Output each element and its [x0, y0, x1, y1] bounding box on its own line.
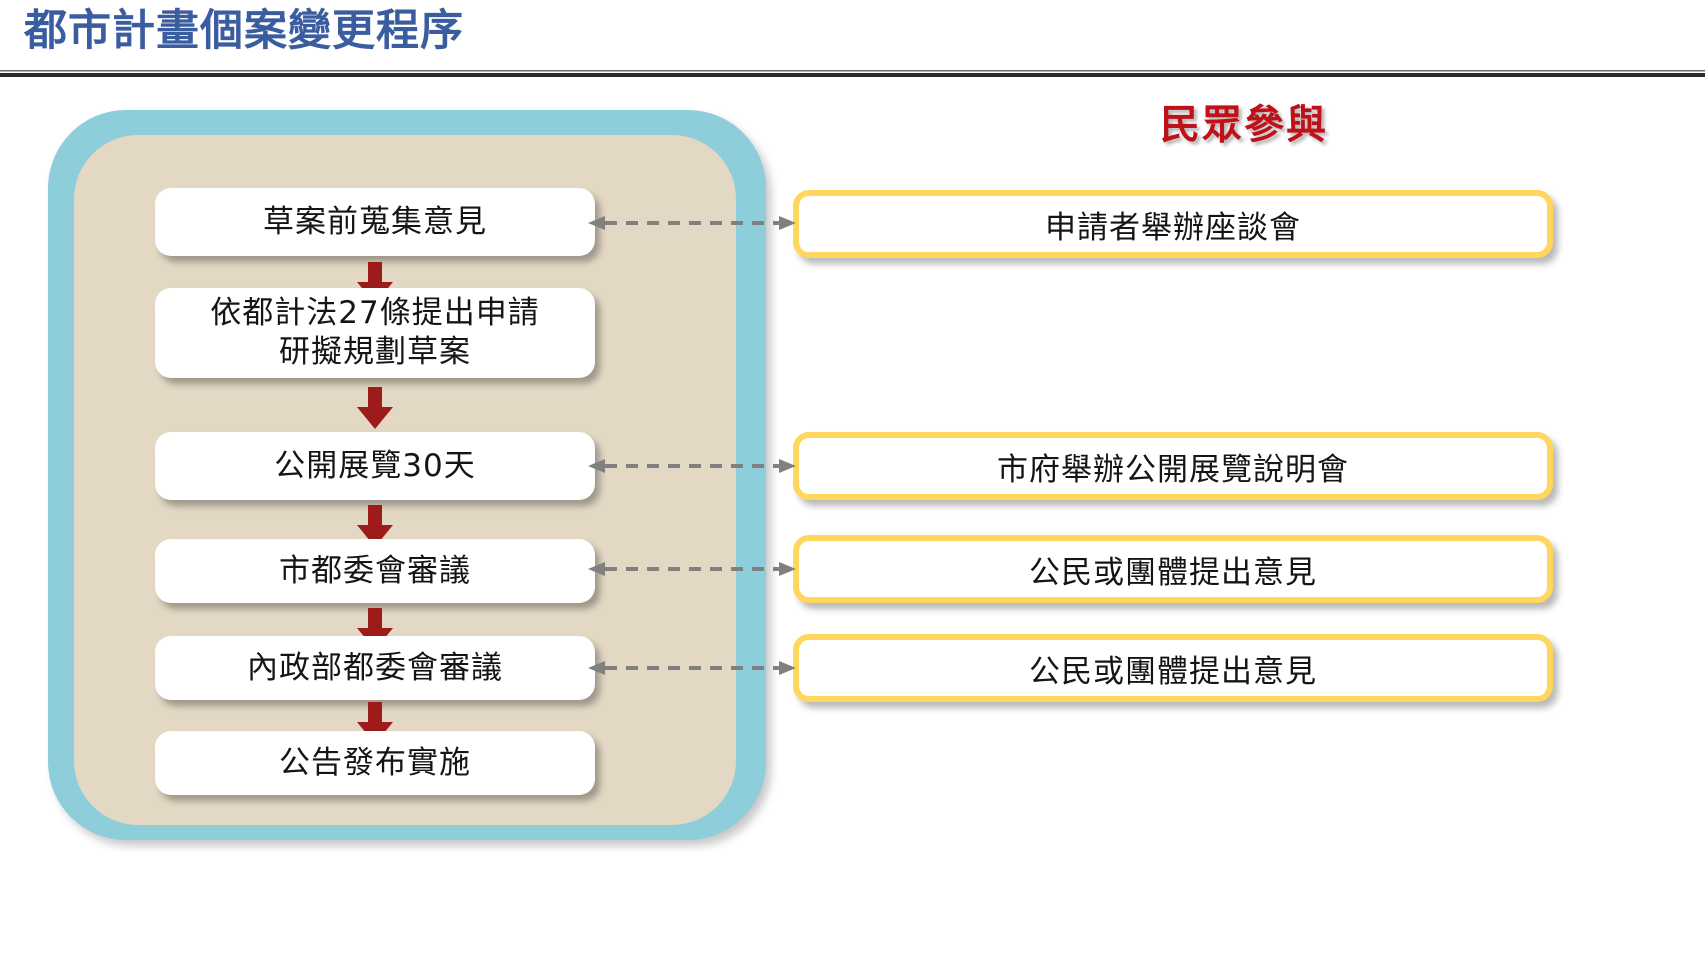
title-divider	[0, 70, 1705, 77]
connector-4	[588, 657, 796, 679]
flow-step-5-label: 內政部都委會審議	[247, 649, 503, 686]
flow-step-4-label: 市都委會審議	[279, 552, 471, 589]
flow-step-6[interactable]: 公告發布實施	[155, 731, 595, 795]
connector-2	[588, 455, 796, 477]
participation-item-3-label: 公民或團體提出意見	[1029, 554, 1317, 591]
down-arrow-icon	[357, 387, 393, 429]
connector-3	[588, 558, 796, 580]
down-arrow-icon	[357, 608, 393, 650]
connector-1	[588, 212, 796, 234]
participation-item-4-label: 公民或團體提出意見	[1029, 653, 1317, 690]
down-arrow-icon	[357, 505, 393, 547]
flow-step-5[interactable]: 內政部都委會審議	[155, 636, 595, 700]
flow-step-2-label-line1: 依都計法27條提出申請	[210, 295, 540, 332]
title-block: 都市計畫個案變更程序	[0, 0, 1705, 86]
flow-step-6-label: 公告發布實施	[279, 744, 471, 781]
flow-step-1-label: 草案前蒐集意見	[263, 203, 487, 240]
participation-item-1-label: 申請者舉辦座談會	[1045, 209, 1301, 246]
participation-item-1[interactable]: 申請者舉辦座談會	[793, 190, 1553, 258]
flow-step-4[interactable]: 市都委會審議	[155, 539, 595, 603]
flow-step-3[interactable]: 公開展覽30天	[155, 432, 595, 500]
flow-step-3-label: 公開展覽30天	[274, 447, 476, 484]
participation-item-2-label: 市府舉辦公開展覽說明會	[997, 451, 1349, 488]
participation-item-3[interactable]: 公民或團體提出意見	[793, 535, 1553, 603]
flow-step-1[interactable]: 草案前蒐集意見	[155, 188, 595, 256]
page-title: 都市計畫個案變更程序	[24, 6, 464, 56]
flow-step-2[interactable]: 依都計法27條提出申請 研擬規劃草案	[155, 288, 595, 378]
down-arrow-icon	[357, 702, 393, 744]
down-arrow-icon	[357, 262, 393, 304]
participation-item-4[interactable]: 公民或團體提出意見	[793, 634, 1553, 702]
flow-step-2-label-line2: 研擬規劃草案	[279, 334, 471, 370]
participation-item-2[interactable]: 市府舉辦公開展覽說明會	[793, 432, 1553, 500]
participation-heading: 民眾參與	[1160, 102, 1328, 148]
